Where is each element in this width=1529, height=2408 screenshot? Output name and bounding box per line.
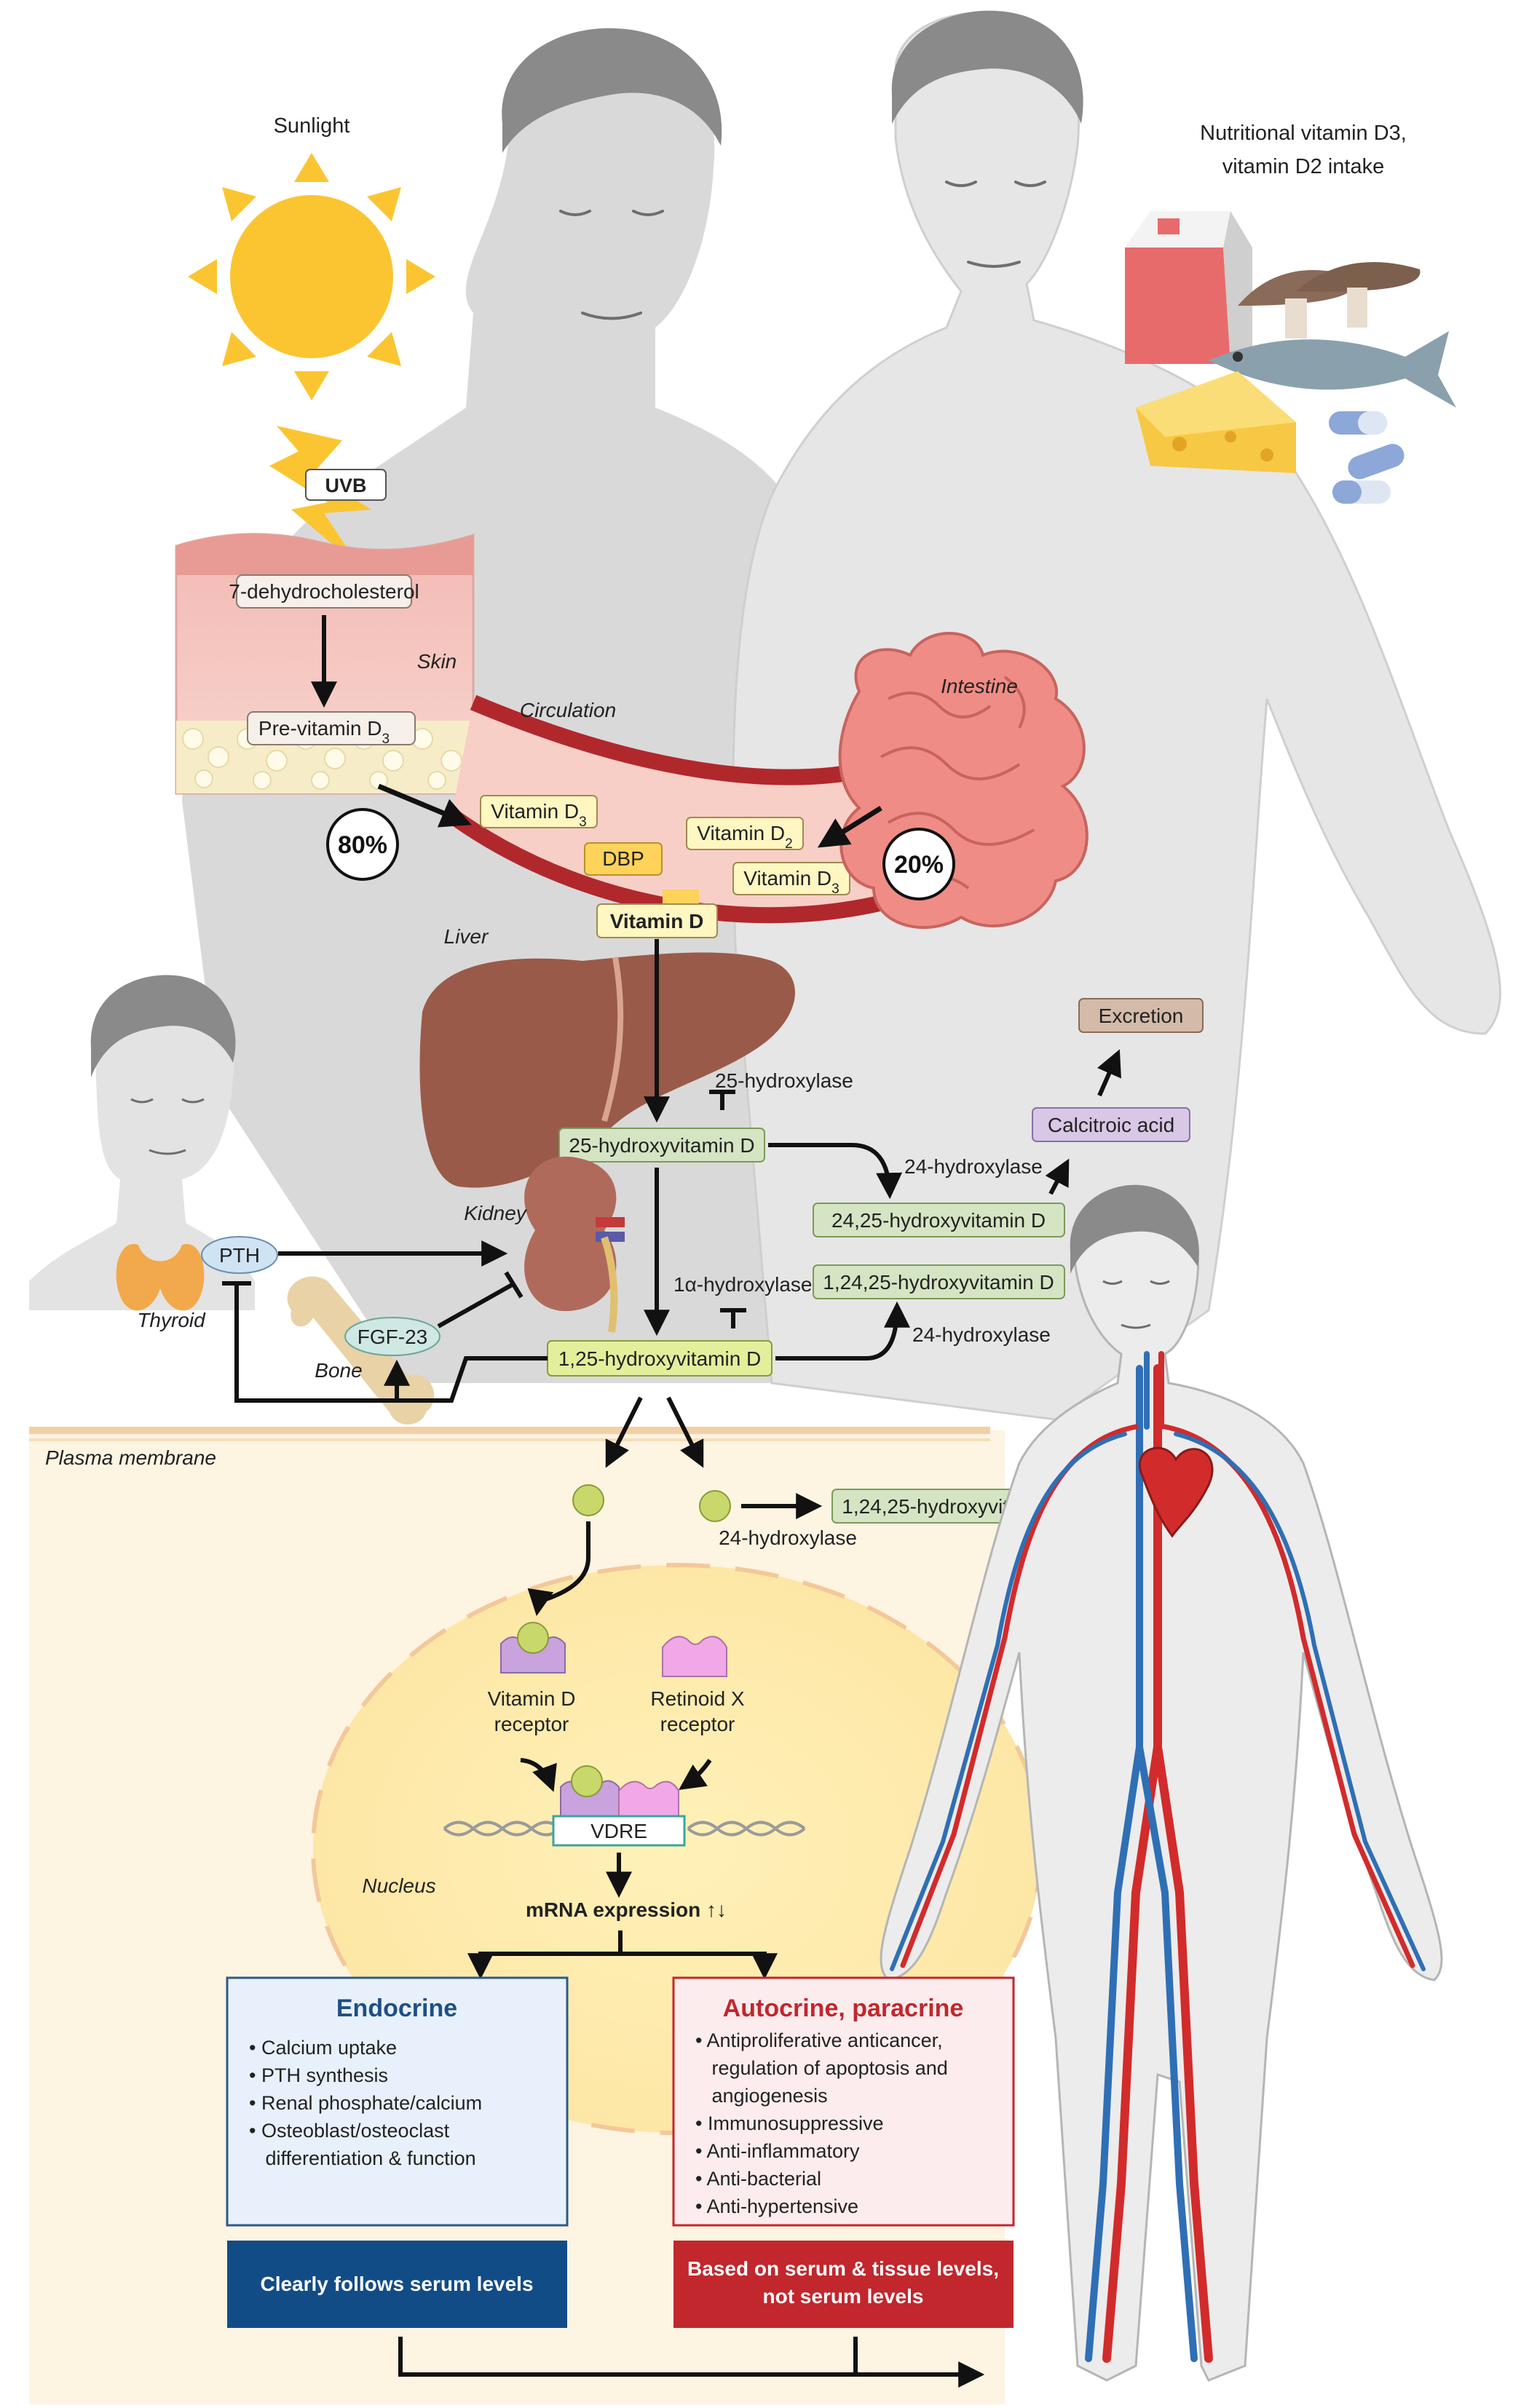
24-hydroxylase-label-cell: 24-hydroxylase (719, 1526, 857, 1549)
pre-vitamin-d3-box: Pre-vitamin D3 (258, 717, 390, 747)
uvb-label: UVB (325, 475, 366, 496)
mrna-branch-arrows (481, 1930, 764, 1956)
autocrine-banner-line1: Based on serum & tissue levels, (687, 2257, 999, 2280)
thyroid-label: Thyroid (137, 1309, 206, 1331)
vdr-label-line2: receptor (494, 1713, 569, 1735)
liver-label: Liver (444, 925, 489, 948)
retinoid-x-receptor-icon (662, 1636, 727, 1677)
diet-label-line1: Nutritional vitamin D3, (1200, 122, 1407, 145)
endocrine-list: • Calcium uptake • PTH synthesis • Renal… (249, 2037, 482, 2169)
front-figure-hair (891, 10, 1083, 124)
125-feedback-line (234, 1283, 548, 1403)
vitamin-d-receptor-icon (500, 1622, 566, 1674)
cheese-icon (1136, 371, 1296, 473)
dbp-box: DBP (602, 847, 644, 870)
fgf23-badge: FGF-23 (357, 1326, 427, 1348)
endocrine-item: differentiation & function (249, 2147, 476, 2169)
autocrine-item: • Anti-hypertensive (695, 2195, 858, 2217)
intestine-to-circulation-arrow (817, 806, 882, 848)
2425-hydroxyvitamin-d-box: 24,25-hydroxyvitamin D (831, 1209, 1046, 1232)
12425-hydroxyvitamin-d-box: 1,24,25-hydroxyvitamin D (823, 1271, 1054, 1294)
calcitroic-acid-box: Calcitroic acid (1048, 1114, 1174, 1136)
front-figure-silhouette (732, 12, 1501, 1421)
skin-label: Skin (417, 650, 457, 673)
vitamin-d3-skin-box: Vitamin D3 (491, 800, 586, 830)
milk-carton-icon (1125, 211, 1252, 364)
left-head-figure (29, 975, 255, 1310)
endocrine-item: • Renal phosphate/calcium (249, 2092, 482, 2114)
autocrine-item: • Immunosuppressive (695, 2112, 884, 2134)
7-dehydrocholesterol-box: 7-dehydrocholesterol (229, 580, 419, 603)
autocrine-item: • Antiproliferative anticancer, (695, 2029, 943, 2051)
intestine-label: Intestine (941, 675, 1018, 697)
fish-icon (1209, 331, 1456, 408)
dna-helix-graphic (443, 1821, 806, 1837)
125-to-12425-arrow (775, 1301, 910, 1361)
bottom-connector-arrow (398, 2337, 976, 2377)
1alpha-hydroxylase-label: 1α-hydroxylase (673, 1273, 813, 1296)
vitamin-d-bound-box: Vitamin D (610, 910, 704, 932)
autocrine-item: • Anti-inflammatory (695, 2140, 860, 2162)
endocrine-banner: Clearly follows serum levels (260, 2273, 533, 2295)
vdr-label-line1: Vitamin D (488, 1687, 576, 1710)
plasma-membrane-label: Plasma membrane (45, 1446, 216, 1469)
mrna-expression-label: mRNA expression ↑↓ (526, 1898, 727, 1921)
autocrine-item: regulation of apoptosis and (695, 2057, 948, 2079)
endocrine-item: • PTH synthesis (249, 2064, 388, 2086)
25-hydroxylase-label: 25-hydroxylase (715, 1069, 853, 1092)
25-to-2425-arrow (768, 1143, 903, 1200)
liver-icon (419, 952, 796, 1188)
ligand-dot-right (699, 1490, 731, 1522)
rear-figure-hair (502, 28, 722, 153)
endocrine-item: • Calcium uptake (249, 2037, 397, 2059)
ligand-to-vdr-arrow (527, 1521, 590, 1617)
excretion-box: Excretion (1099, 1005, 1184, 1027)
sunlight-label: Sunlight (274, 114, 350, 138)
kidney-label: Kidney (464, 1202, 528, 1224)
rxr-label-line1: Retinoid X (650, 1687, 745, 1710)
endocrine-title: Endocrine (336, 1995, 457, 2022)
125-into-cell-arrow-left (605, 1396, 643, 1468)
thyroid-icon (116, 1243, 205, 1311)
diet-label-line2: vitamin D2 intake (1222, 155, 1384, 178)
ligand-dot-left (572, 1484, 604, 1516)
25-hydroxyvitamin-d-box: 25-hydroxyvitamin D (569, 1134, 754, 1157)
autocrine-title: Autocrine, paracrine (723, 1995, 964, 2022)
sun-icon (188, 153, 435, 400)
calcitroic-to-excretion-arrow (1097, 1049, 1121, 1097)
125-hydroxyvitamin-d-box: 1,25-hydroxyvitamin D (558, 1347, 762, 1370)
vdre-box: VDRE (590, 1820, 647, 1842)
vdr-to-complex-arrow (520, 1758, 557, 1792)
vdr-rxr-complex-icon (560, 1765, 679, 1817)
rxr-to-complex-arrow (679, 1759, 712, 1791)
bone-label: Bone (315, 1359, 362, 1382)
kidney-icon (524, 1156, 625, 1333)
circulation-label: Circulation (520, 699, 616, 721)
circulatory-body-figure (880, 1184, 1443, 2382)
125-into-cell-arrow-right (666, 1396, 704, 1468)
autocrine-item: • Anti-bacterial (695, 2168, 821, 2190)
pth-badge: PTH (219, 1244, 260, 1267)
nucleus-label: Nucleus (362, 1874, 435, 1897)
fgf23-inhibits-kidney (437, 1282, 515, 1328)
autocrine-item: angiogenesis (695, 2085, 828, 2107)
rxr-label-line2: receptor (660, 1713, 735, 1735)
vitamin-d3-diet-box: Vitamin D3 (743, 867, 839, 897)
skin-to-circulation-arrow (377, 783, 472, 828)
heart-icon (1138, 1446, 1214, 1538)
endocrine-item: • Osteoblast/osteoclast (249, 2120, 450, 2142)
2425-to-calcitroic-arrow (1045, 1158, 1070, 1195)
intestine-share-percent: 20% (894, 851, 944, 879)
mushroom-icon (1238, 262, 1421, 338)
vitamin-d2-box: Vitamin D2 (697, 822, 792, 852)
24-hydroxylase-label-lower: 24-hydroxylase (912, 1323, 1051, 1346)
skin-share-percent: 80% (338, 831, 387, 859)
supplement-capsules-icon (1329, 411, 1404, 504)
autocrine-banner-line2: not serum levels (763, 2285, 924, 2308)
autocrine-list: • Antiproliferative anticancer, regulati… (695, 2029, 948, 2217)
24-hydroxylase-label-upper: 24-hydroxylase (904, 1155, 1043, 1178)
